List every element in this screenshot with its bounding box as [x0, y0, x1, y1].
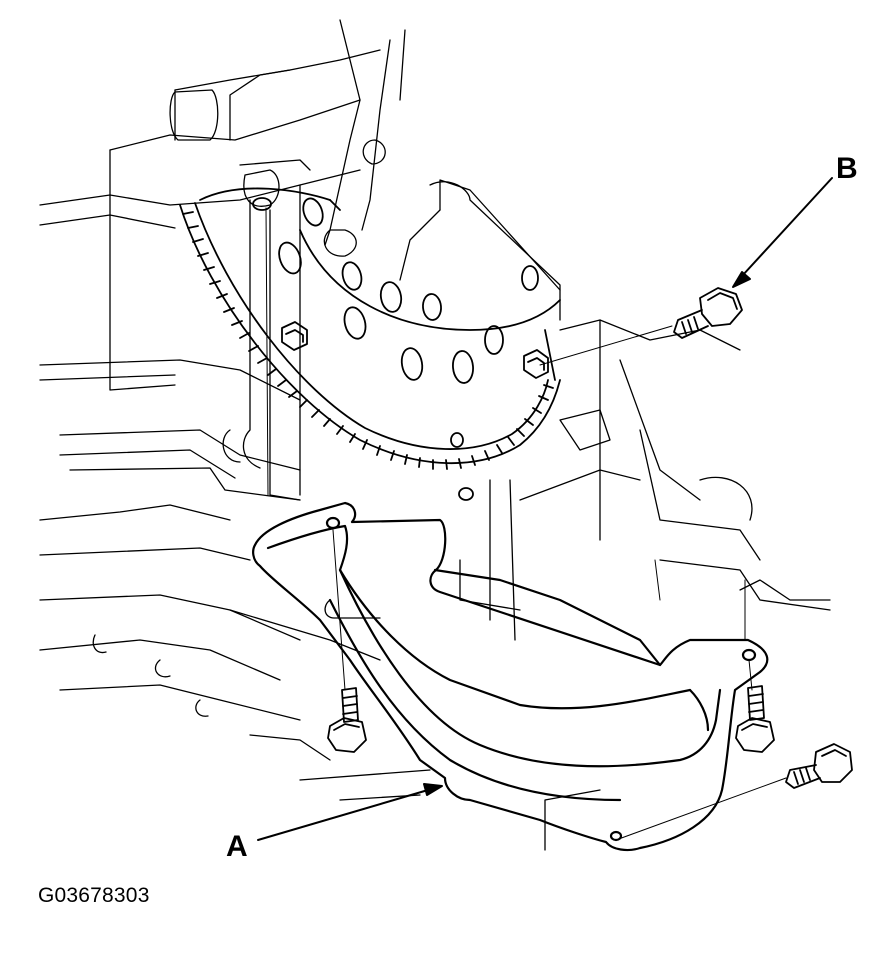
drive-plate-holes: [252, 197, 561, 501]
alignment-lines: [265, 207, 787, 841]
figure-id: G03678303: [38, 884, 150, 907]
callout-label-b: B: [836, 152, 858, 185]
callout-arrow-a: [257, 783, 443, 841]
cover-bolt-right-vertical: [735, 685, 775, 753]
flywheel-cover: [252, 501, 769, 852]
flywheel-nuts: [281, 321, 549, 379]
cover-bolt-left: [327, 687, 367, 753]
flywheel-ring-gear: [179, 187, 561, 470]
bolt-b: [673, 287, 743, 339]
callout-arrow-b: [732, 177, 833, 288]
engine-block: [39, 19, 831, 851]
callout-label-a: A: [226, 830, 248, 863]
cover-bolt-right-horizontal: [785, 743, 853, 789]
